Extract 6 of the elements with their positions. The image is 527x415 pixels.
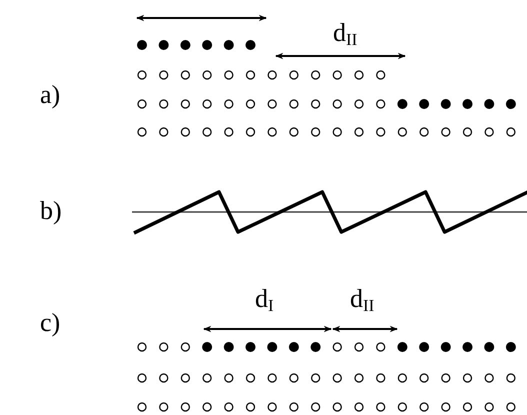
dimension-label: d$_{I}$ [255, 286, 274, 316]
panel-label: a) [40, 82, 60, 108]
panel-label: c) [40, 310, 60, 336]
panel-label: b) [40, 198, 62, 224]
dimension-label: d$_{II}$ [333, 20, 358, 50]
dimension-label: d$_{II}$ [350, 286, 374, 316]
